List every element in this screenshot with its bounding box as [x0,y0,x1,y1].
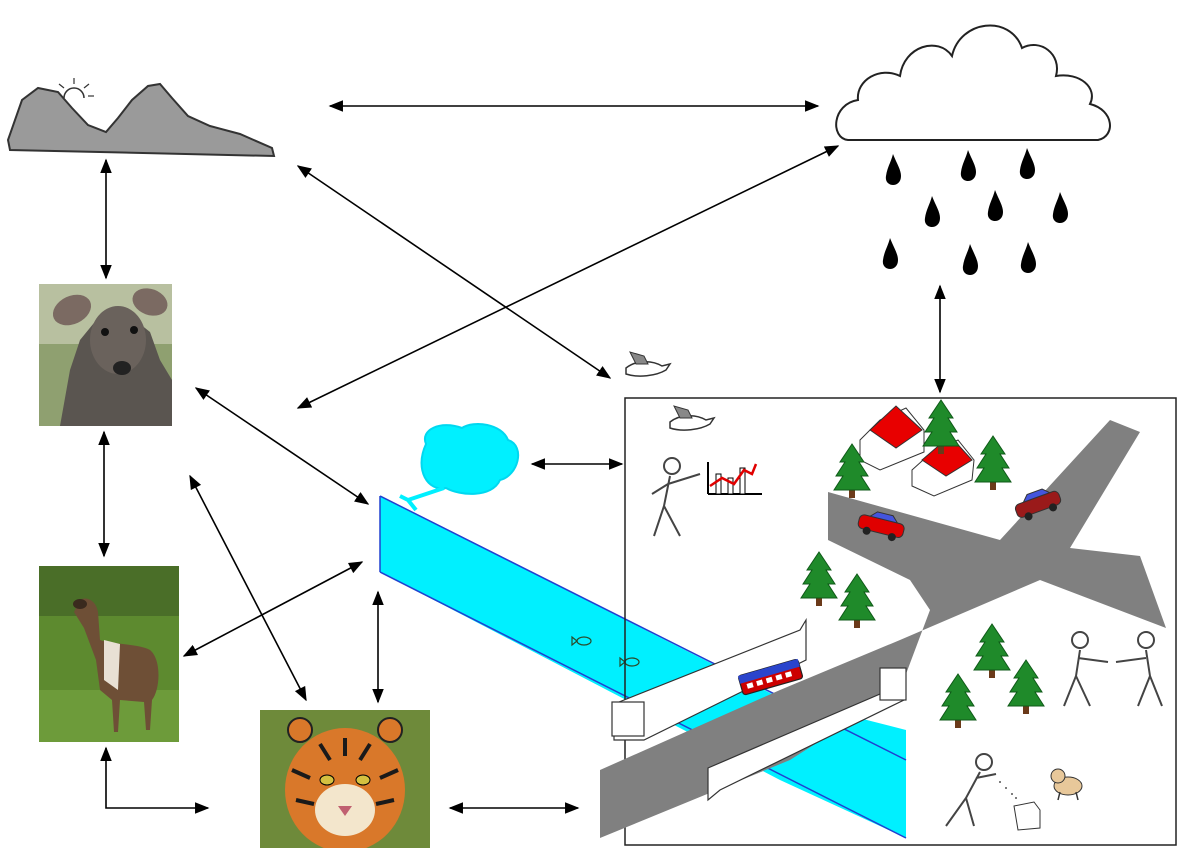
dog-icon [1050,768,1083,801]
link-deer2-river [182,561,364,657]
mountains-icon [6,78,276,158]
link-deer-tiger [189,474,307,702]
bus-icon [738,658,804,696]
house-icon [859,405,925,471]
person-icon [651,457,701,537]
rain-cloud-icon [835,24,1111,275]
car-icon [857,511,905,542]
town-scene [600,397,1177,846]
person-icon [1063,631,1163,707]
box-icon [1013,801,1041,831]
link-cloud-river [296,145,840,409]
link-deer2-tiger [100,746,210,814]
pond-icon [399,423,519,512]
deer-photo [39,566,179,742]
car-icon [1014,488,1062,521]
person-icon [945,753,997,827]
connection-arrows [98,100,946,814]
link-deer-river [194,387,370,505]
tufted-deer-photo [39,284,172,426]
bird-icon [625,351,672,377]
bird-icon [669,405,716,431]
chart-icon [707,462,762,495]
house-icon [911,435,975,497]
road-icon [600,420,1166,838]
tiger-photo [260,710,430,852]
link-mountains-bird [296,165,612,379]
bridge-icon [611,617,907,802]
